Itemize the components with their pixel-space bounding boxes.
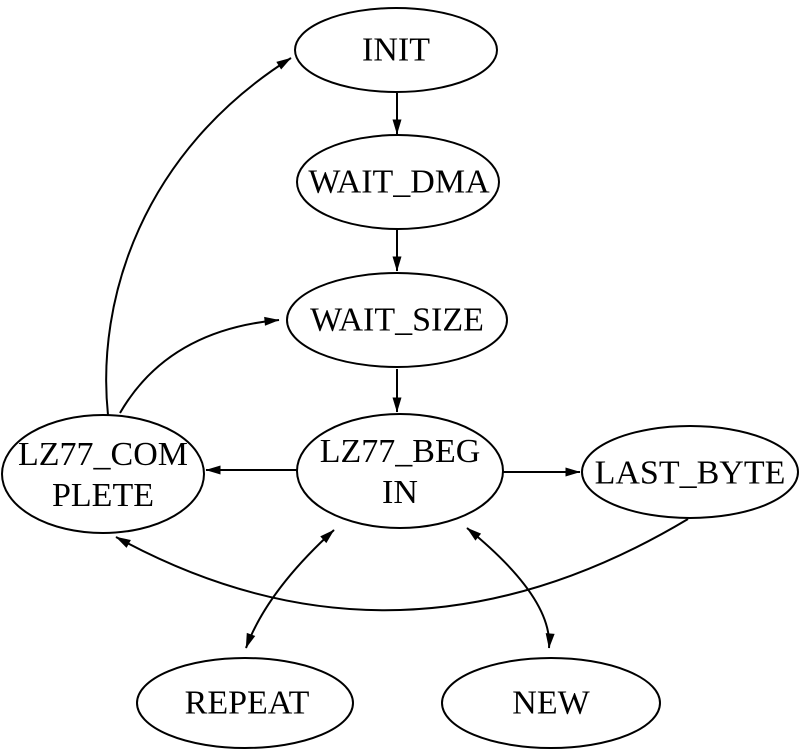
state-lz77-complete-label: LZ77_COM PLETE: [18, 434, 188, 516]
state-lz77-complete-ellipse: [1, 414, 205, 534]
state-init-ellipse: [294, 7, 498, 93]
state-wait-size-ellipse: [286, 272, 508, 368]
state-new-label: NEW: [512, 684, 590, 722]
state-lz77-complete-label-line1: LZ77_COM: [18, 436, 188, 473]
state-lz77-begin-label-line2: IN: [382, 474, 418, 511]
state-last-byte-label: LAST_BYTE: [594, 454, 786, 492]
edge-lz77-complete-to-init: [105, 57, 292, 416]
state-wait-dma-label: WAIT_DMA: [308, 163, 490, 201]
state-wait-size-label: WAIT_SIZE: [310, 301, 484, 339]
state-init-label: INIT: [362, 31, 430, 69]
edge-lz77-begin-repeat-bidirectional: [245, 529, 335, 649]
state-lz77-complete-label-line2: PLETE: [52, 477, 154, 514]
state-repeat-ellipse: [136, 657, 354, 749]
edge-lz77-complete-to-wait-size: [119, 316, 280, 414]
state-last-byte-ellipse: [581, 425, 799, 519]
state-wait-dma-ellipse: [296, 134, 500, 230]
state-lz77-begin-label-line1: LZ77_BEG: [319, 433, 481, 470]
state-repeat-label: REPEAT: [184, 684, 310, 722]
state-new-ellipse: [441, 657, 661, 749]
edge-last-byte-to-lz77-complete: [115, 518, 689, 612]
edge-lz77-begin-new-bidirectional: [466, 527, 555, 649]
state-lz77-begin-label: LZ77_BEG IN: [320, 431, 481, 513]
